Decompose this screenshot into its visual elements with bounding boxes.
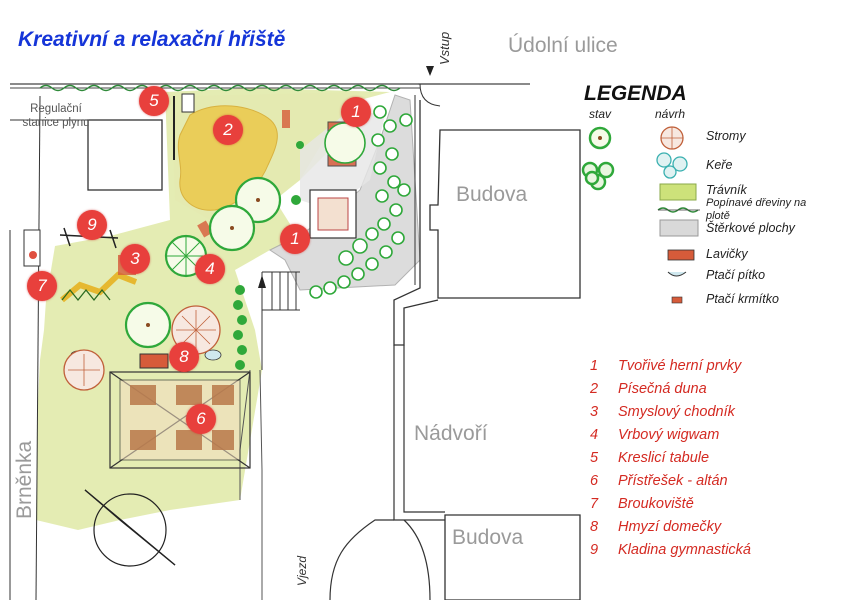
legend-col-existing: stav [589,107,612,121]
building-top [429,129,581,299]
page-title: Kreativní a relaxační hřiště [18,28,286,51]
shrub-icon [581,161,615,191]
drawing-board [181,93,195,113]
marker-2: 2 [213,115,243,145]
driveway-label: Vjezd [295,555,309,586]
legend-col-proposed: návrh [655,107,686,121]
north-arrow [84,489,176,567]
lawn-icon [659,183,697,201]
gas-station-box [87,119,163,191]
entrance-label: Vstup [437,31,452,65]
legend-label-lawn: Trávník [706,183,747,197]
gravel-icon [659,219,699,237]
marker-1a: 1 [341,97,371,127]
courtyard-label: Nádvoří [414,422,488,445]
gas-station-label: Regulační stanice plynu [22,103,90,129]
legend-heading: LEGENDA [584,82,687,105]
marker-3: 3 [120,244,150,274]
legend-label-bird-feeder: Ptačí krmítko [706,292,779,306]
marker-4: 4 [195,254,225,284]
marker-6: 6 [186,404,216,434]
marker-5: 5 [139,86,169,116]
marker-9: 9 [77,210,107,240]
legend-label-benches: Lavičky [706,247,748,261]
shrubs [309,105,413,299]
steps [261,271,300,370]
marker-8: 8 [169,342,199,372]
legend-label-trees: Stromy [706,129,746,143]
gazebo-tables [130,385,234,450]
legend-icons [581,126,700,304]
legend-label-gravel: Štěrkové plochy [706,221,795,235]
legend-label-shrubs: Keře [706,158,733,172]
marker-7: 7 [27,271,57,301]
building-top-label: Budova [456,183,528,206]
building-bottom [444,514,581,600]
legend-label-climbing: Popínavé dřeviny na plotě [706,197,807,222]
entrance-gate [418,83,441,107]
street-name-left: Brněnka [13,440,36,519]
bird-bath-icon [667,271,687,277]
legend-label-bird-bath: Ptačí pítko [706,268,766,282]
bird-feeder-icon [671,296,683,304]
bench-icon [667,249,695,261]
marker-1b: 1 [280,224,310,254]
building-bottom-label: Budova [452,526,524,549]
climbing-plants-fence [39,84,401,92]
street-name-top: Údolní ulice [508,34,618,57]
insect-hotels [139,353,169,369]
